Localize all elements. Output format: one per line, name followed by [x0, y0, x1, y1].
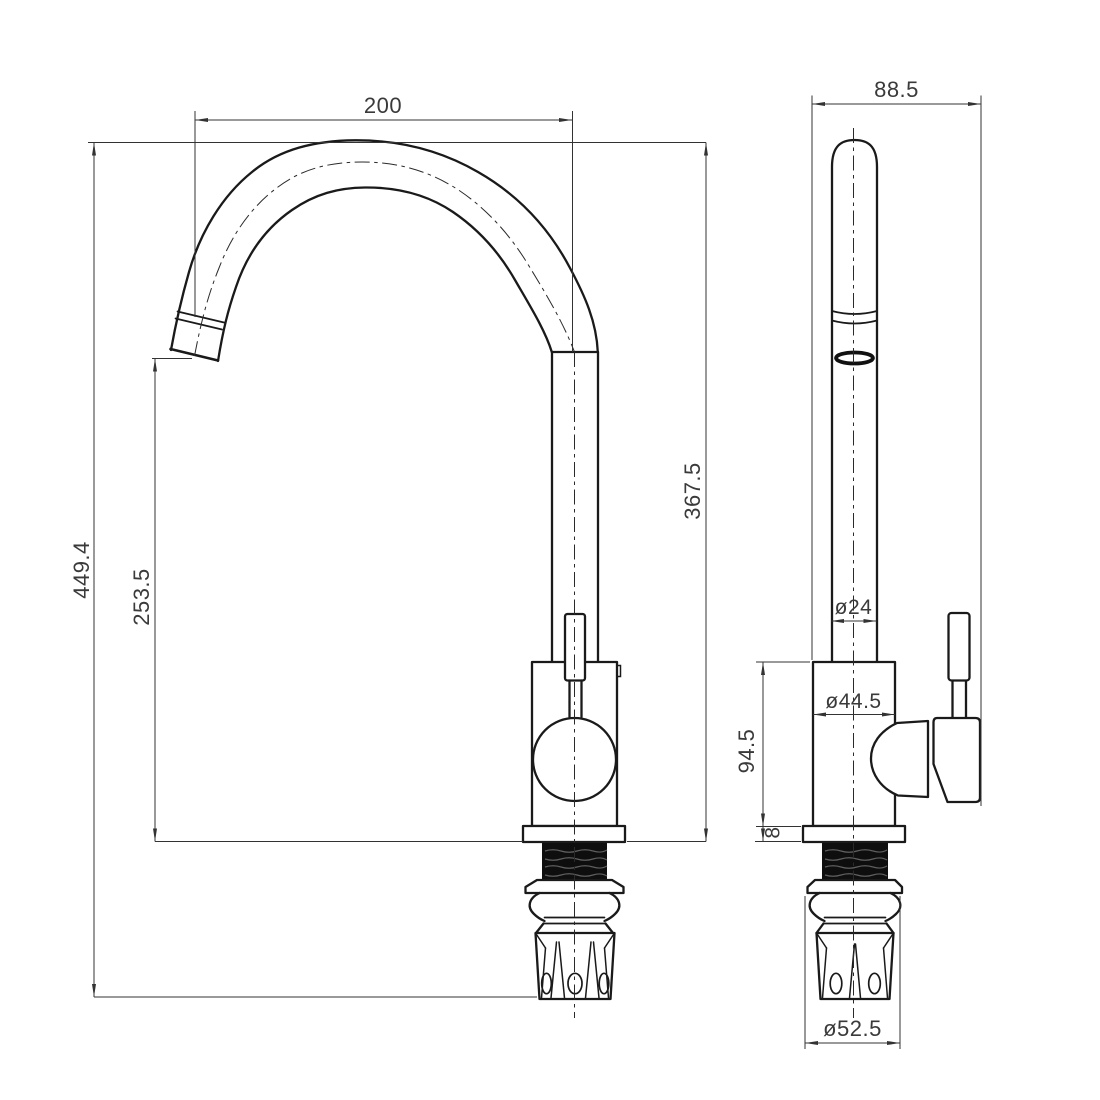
- side-handle: [869, 611, 982, 804]
- front-nut-hole-right: [598, 972, 610, 995]
- front-nut-hole-left: [540, 972, 553, 995]
- side-nut-hole-left: [829, 972, 843, 995]
- dim-overall-depth-label: 88.5: [874, 77, 919, 102]
- side-view: 88.5 ø24 ø44.5 94.5 8 ø52.5: [734, 77, 982, 1049]
- dim-body-diameter-label: ø44.5: [825, 690, 881, 713]
- side-dimensions: 88.5 ø24 ø44.5 94.5 8 ø52.5: [734, 77, 982, 1049]
- front-body-notch: [616, 664, 622, 678]
- side-lever-shaft: [951, 679, 968, 719]
- side-washer: [806, 878, 904, 895]
- dim-spout-diameter-label: ø24: [835, 596, 873, 619]
- front-centerline: [194, 161, 575, 1018]
- spout-outer-profile: [169, 139, 599, 354]
- side-knurled-nut-outline: [815, 931, 895, 1001]
- side-outlet-ellipse: [834, 350, 875, 366]
- dim-outlet-height-label: 253.5: [129, 568, 154, 626]
- dim-body-height-label: 94.5: [734, 729, 759, 774]
- front-body: [530, 660, 622, 828]
- front-dimensions: 200 449.4 253.5 367.5: [69, 93, 708, 998]
- front-riser-pipe: [550, 350, 600, 664]
- front-spout-tip: [169, 310, 225, 362]
- side-spout-tube: [830, 138, 879, 662]
- dim-spout-reach-label: 200: [364, 93, 402, 118]
- side-mounting-nut: [808, 891, 902, 1001]
- dim-overall-height-label: 449.4: [69, 541, 94, 599]
- spout-inner-profile: [216, 186, 553, 363]
- side-threaded-shank: [822, 843, 888, 880]
- side-handle-wedge: [869, 719, 930, 799]
- side-handle-base: [932, 716, 982, 804]
- dim-base-diameter-label: ø52.5: [823, 1016, 882, 1041]
- side-tube-outline: [830, 138, 879, 662]
- side-nut-hole-right: [867, 972, 882, 995]
- dim-height-above-deck-label: 367.5: [680, 462, 705, 520]
- side-lever-knob: [947, 611, 971, 682]
- front-view: 200 449.4 253.5 367.5: [69, 93, 708, 1018]
- dim-flange-thickness-label: 8: [762, 826, 785, 838]
- front-spout: [169, 139, 600, 363]
- side-aerator: [831, 310, 878, 366]
- front-lever-shaft: [568, 679, 583, 719]
